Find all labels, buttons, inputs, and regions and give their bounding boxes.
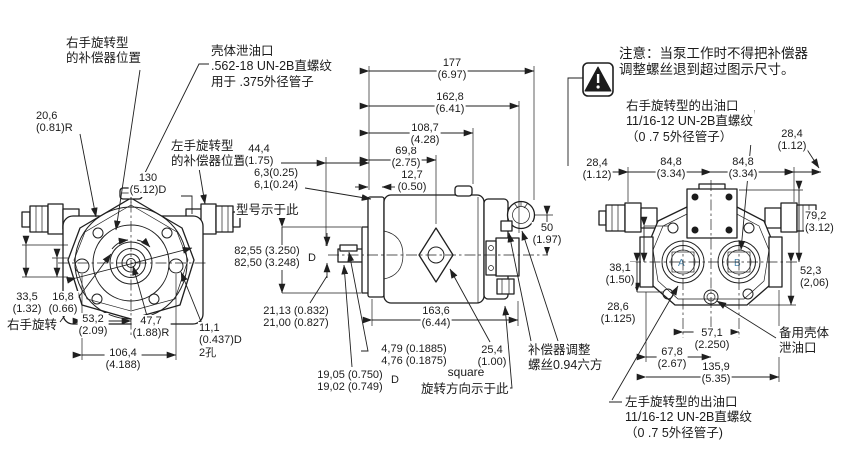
note-rh-outlet-port: 右手旋转型的出油口 11/16-12 UN-2B直螺纹 （0 .7 5外径管子） — [625, 99, 754, 145]
note-rotation-direction: 旋转方向示于此 — [420, 382, 510, 398]
dim-57-1: 57,1 (2.250) — [693, 327, 731, 352]
dim-50: 50 (1.97) — [531, 222, 563, 247]
dim-108-7: 108,7 (4.28) — [409, 122, 441, 147]
dim-52-3: 52,3 (2,06) — [799, 265, 830, 290]
dim-6-3: 6,3(0.25) 6,1(0.24) — [252, 167, 300, 192]
dim-82-55-suffix: D — [308, 252, 316, 264]
dim-16-8: 16,8 (0.66) — [47, 291, 79, 316]
dim-4-79-key: 4,79 (0.1885) 4,76 (0.1875) — [380, 343, 448, 368]
warning-icon — [582, 62, 614, 97]
compensator-screw — [500, 200, 536, 232]
side-view-drawing — [328, 185, 548, 304]
dim-19-05-shaft: 19,05 (0.750) 19,02 (0.749) — [316, 369, 384, 394]
note-spare-case-drain: 备用壳体 泄油口 — [778, 326, 831, 357]
dim-38-1: 38,1 (1.50) — [604, 262, 636, 287]
dim-84-8-a: 84,8 (3.34) — [655, 156, 687, 181]
note-compensator-adjust-screw: 补偿器调整 螺丝0.94六方 — [527, 343, 604, 374]
dim-12-7: 12,7 (0.50) — [396, 169, 428, 194]
note-warning: 注意：当泵工作时不得把补偿器 调整螺丝退到超过图示尺寸。 — [618, 46, 809, 78]
dim-163-6: 163,6 (6.44) — [420, 305, 452, 330]
dim-135-9: 135,9 (5.35) — [700, 361, 732, 386]
dim-79-2: 79,2 (3.12) — [804, 210, 835, 235]
dim-25-4-square: 25,4 (1.00) — [476, 344, 508, 369]
dim-53-2: 53,2 (2.09) — [77, 313, 109, 338]
dim-33-5: 33,5 (1.32) — [11, 291, 43, 316]
dim-28-4-right: 28,4 (1.12) — [776, 128, 808, 153]
dim-21-13: 21,13 (0.832) 21,00 (0.827) — [262, 305, 330, 330]
note-rh-rotation: 右手旋转 — [6, 318, 59, 334]
note-square: square — [446, 365, 486, 380]
side-view-dimension-lines — [278, 66, 559, 389]
dim-28-6: 28,6 (1.125) — [599, 301, 637, 326]
dim-130-bolt-circle: 130 (5.12)D — [128, 172, 168, 197]
dim-20-6-radius: 20,6 (0.81)R — [35, 110, 74, 135]
note-model-shown-here: 型号示于此 — [235, 203, 300, 219]
dim-84-8-b: 84,8 (3.34) — [727, 156, 759, 181]
dim-28-4-left: 28,4 (1.12) — [581, 157, 613, 182]
port-b-label: B — [734, 258, 741, 269]
dim-177: 177 (6.97) — [436, 57, 468, 82]
dim-162-8: 162,8 (6.41) — [434, 91, 466, 116]
note-lh-compensator-position: 左手旋转型 的补偿器位置 — [170, 139, 248, 170]
dim-47-7-radius: 47,7 (1.88)R — [131, 315, 171, 340]
dim-82-55-pilot: 82,55 (3.250) 82,50 (3.248) — [233, 245, 301, 270]
dim-44-4: 44,4 (1.75) — [243, 143, 275, 168]
dim-69-8: 69,8 (2.75) — [390, 145, 422, 170]
dim-19-05-suffix: D — [391, 374, 399, 386]
note-rh-compensator-position: 右手旋转型 的补偿器位置 — [65, 36, 143, 67]
front-view-dimension-lines — [22, 63, 209, 360]
note-lh-outlet-port: 左手旋转型的出油口 11/16-12 UN-2B直螺纹 （0 .7 5外径管子) — [624, 395, 753, 441]
dim-67-8: 67,8 (2.67) — [656, 346, 688, 371]
dim-106-4: 106,4 (4.188) — [104, 347, 142, 372]
dim-11-1-two-holes: 11,1 (0.437)D 2孔 — [198, 322, 243, 359]
note-case-drain-port: 壳体泄油口 .562-18 UN-2B直螺纹 用于 .375外径管子 — [210, 44, 333, 90]
port-a-label: A — [678, 258, 685, 269]
